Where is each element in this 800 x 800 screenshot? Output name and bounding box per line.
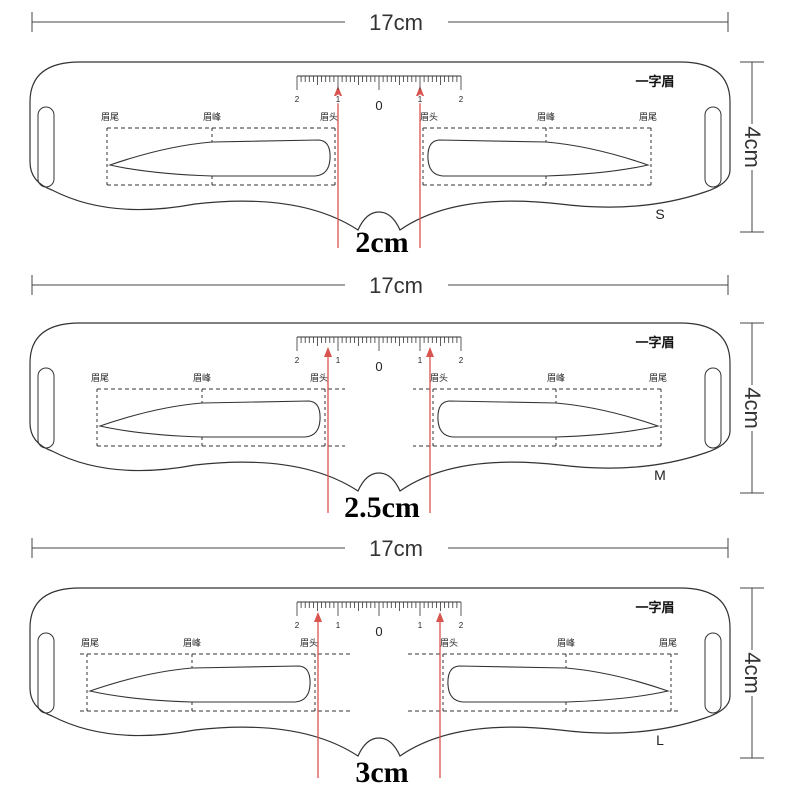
arrow-head-icon — [334, 86, 342, 96]
left-brow: 眉尾 眉峰 眉头 — [91, 373, 345, 447]
height-dimension: 4cm — [740, 587, 765, 759]
ruler-number: 1 — [336, 621, 341, 630]
gap-indicator: 2.5cm — [324, 347, 434, 524]
ruler-number: 1 — [418, 95, 423, 104]
right-brow: 眉尾 眉峰 眉头 — [408, 638, 678, 712]
brow-label-tail: 眉尾 — [101, 112, 119, 123]
brow-label-peak: 眉峰 — [203, 112, 221, 123]
ruler-number: 2 — [459, 621, 464, 630]
brow-label-head: 眉头 — [440, 638, 458, 649]
size-label: L — [656, 732, 664, 748]
stencil-title: 一字眉 — [635, 600, 674, 616]
width-label: 17cm — [369, 10, 423, 35]
arrow-head-icon — [324, 347, 332, 357]
ruler-number: 1 — [336, 356, 341, 365]
height-label: 4cm — [740, 387, 765, 429]
left-brow: 眉尾 眉峰 眉头 — [101, 112, 338, 186]
ruler: 2 1 0 1 2 — [294, 601, 465, 639]
stencil-l: 17cm 4cm 一字眉 L 眉尾 眉峰 眉头 眉尾 眉峰 眉头 3cm 2 1 0 1 2 — [29, 536, 765, 789]
right-brow: 眉尾 眉峰 眉头 — [413, 373, 667, 447]
ruler-number: 2 — [459, 95, 464, 104]
stencil-title: 一字眉 — [635, 74, 674, 90]
brow-label-head: 眉头 — [300, 638, 318, 649]
gap-label: 3cm — [355, 756, 408, 789]
ruler-number: 0 — [375, 624, 382, 639]
width-dimension: 17cm — [31, 273, 729, 298]
brow-label-head: 眉头 — [420, 112, 438, 123]
height-dimension: 4cm — [740, 322, 765, 494]
height-dimension: 4cm — [740, 61, 765, 233]
height-label: 4cm — [740, 652, 765, 694]
brow-label-tail: 眉尾 — [659, 638, 677, 649]
width-dimension: 17cm — [31, 536, 729, 561]
brow-label-tail: 眉尾 — [81, 638, 99, 649]
brow-label-peak: 眉峰 — [537, 112, 555, 123]
arrow-head-icon — [436, 612, 444, 622]
strap-slot-right — [704, 367, 722, 449]
eyebrow-shape — [447, 665, 671, 703]
brow-label-peak: 眉峰 — [557, 638, 575, 649]
brow-label-peak: 眉峰 — [193, 373, 211, 384]
strap-slot-right — [704, 632, 722, 714]
arrow-head-icon — [426, 347, 434, 357]
ruler: 2 1 0 1 2 — [294, 75, 465, 113]
eyebrow-shape — [87, 665, 311, 703]
arrow-head-icon — [314, 612, 322, 622]
ruler-number: 2 — [295, 356, 300, 365]
width-dimension: 17cm — [31, 10, 729, 35]
size-label: S — [655, 206, 664, 222]
gap-label: 2cm — [355, 226, 408, 259]
brow-label-head: 眉头 — [310, 373, 328, 384]
gap-label: 2.5cm — [344, 491, 420, 524]
height-label: 4cm — [740, 126, 765, 168]
brow-label-peak: 眉峰 — [547, 373, 565, 384]
strap-slot-right — [704, 106, 722, 188]
eyebrow-shape — [437, 400, 661, 438]
brow-label-tail: 眉尾 — [639, 112, 657, 123]
gap-indicator: 3cm — [314, 612, 444, 789]
gap-indicator: 2cm — [334, 86, 424, 259]
arrow-head-icon — [416, 86, 424, 96]
stencil-title: 一字眉 — [635, 335, 674, 351]
strap-slot-left — [37, 106, 55, 188]
width-label: 17cm — [369, 273, 423, 298]
brow-label-tail: 眉尾 — [649, 373, 667, 384]
brow-label-head: 眉头 — [430, 373, 448, 384]
stencil-outline — [29, 587, 731, 757]
size-label: M — [654, 467, 666, 483]
strap-slot-left — [37, 367, 55, 449]
label-bg — [742, 650, 762, 696]
brow-label-head: 眉头 — [320, 112, 338, 123]
ruler: 2 1 0 1 2 — [294, 336, 465, 374]
brow-label-tail: 眉尾 — [91, 373, 109, 384]
stencil-s: 17cm 4cm 一字眉 S 眉尾 眉峰 眉头 眉尾 眉峰 眉头 2cm 2 1 0 1 2 — [29, 10, 765, 259]
stencil-m: 17cm 4cm 一字眉 M 眉尾 眉峰 眉头 眉尾 眉峰 眉头 2.5cm 2 1 0 1 2 — [29, 273, 765, 524]
brow-label-peak: 眉峰 — [183, 638, 201, 649]
label-bg — [742, 124, 762, 170]
ruler-number: 2 — [295, 621, 300, 630]
stencil-outline — [29, 61, 731, 231]
label-bg — [742, 385, 762, 431]
eyebrow-shape — [427, 139, 651, 177]
ruler-number: 0 — [375, 359, 382, 374]
strap-slot-left — [37, 632, 55, 714]
left-brow: 眉尾 眉峰 眉头 — [80, 638, 350, 712]
stencil-outline — [29, 322, 731, 492]
right-brow: 眉尾 眉峰 眉头 — [420, 112, 657, 186]
eyebrow-shape — [107, 139, 331, 177]
ruler-number: 1 — [418, 621, 423, 630]
ruler-number: 2 — [459, 356, 464, 365]
ruler-number: 1 — [336, 95, 341, 104]
eyebrow-shape — [97, 400, 321, 438]
width-label: 17cm — [369, 536, 423, 561]
ruler-number: 0 — [375, 98, 382, 113]
ruler-number: 2 — [295, 95, 300, 104]
ruler-number: 1 — [418, 356, 423, 365]
